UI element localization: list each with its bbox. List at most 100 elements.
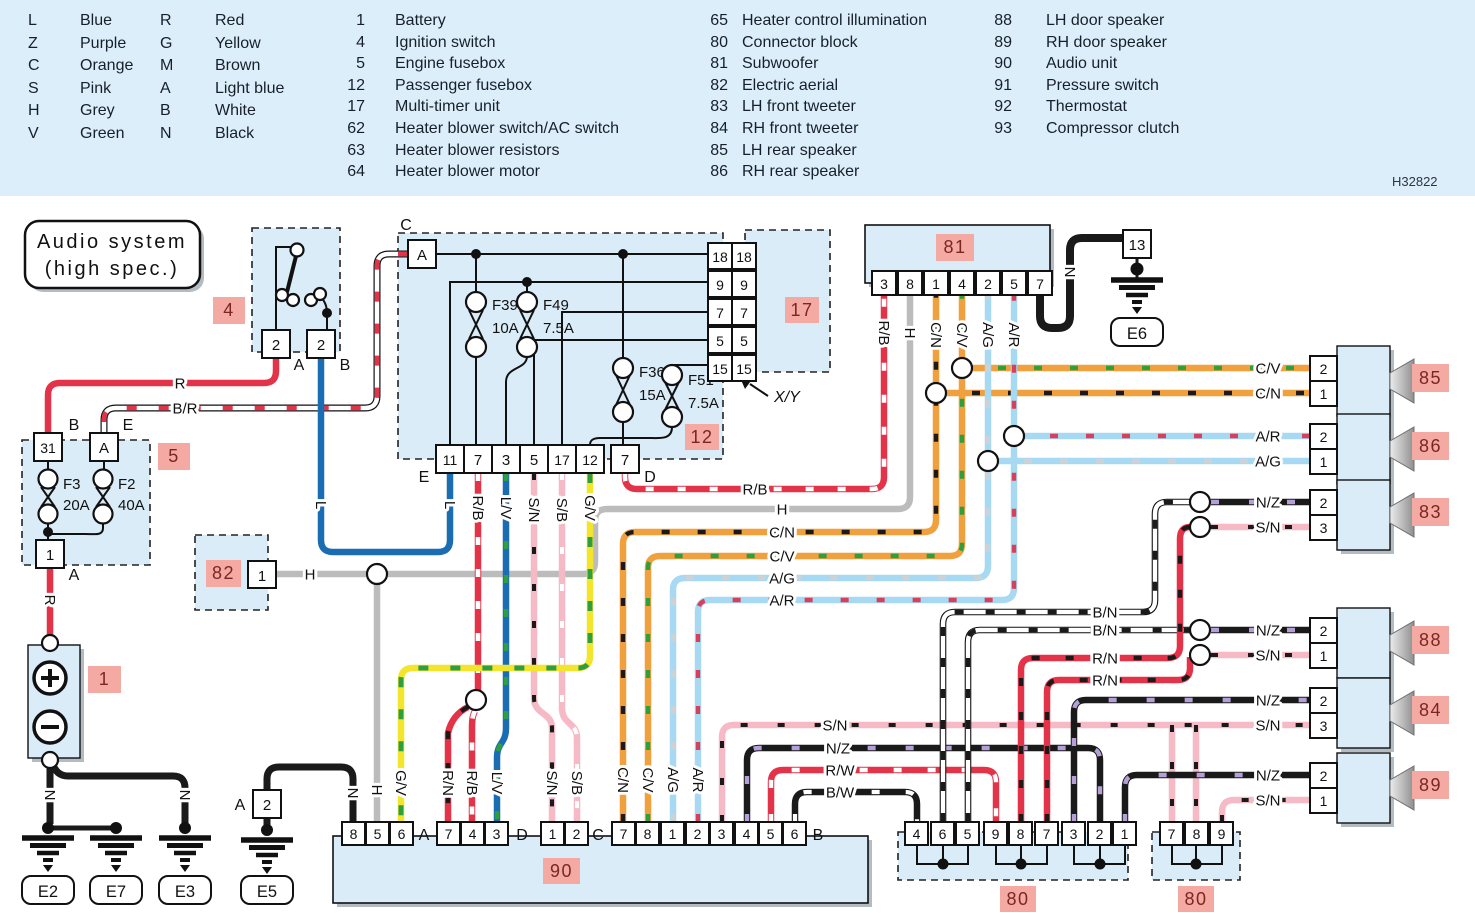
color-name: Blue [80, 12, 113, 29]
color-code: R [160, 12, 172, 29]
svg-text:R/B: R/B [469, 495, 486, 520]
svg-text:8: 8 [1193, 826, 1201, 842]
wire-L [317, 358, 454, 556]
svg-text:2: 2 [573, 826, 581, 842]
ground-e3: E3 [158, 835, 212, 905]
svg-text:A/G: A/G [769, 571, 795, 588]
svg-text:5: 5 [740, 333, 748, 349]
wires [44, 234, 1310, 831]
svg-text:7: 7 [1168, 826, 1176, 842]
svg-text:7: 7 [1036, 276, 1044, 292]
connector-pin: 2 [272, 337, 280, 354]
svg-text:1: 1 [669, 826, 677, 842]
svg-text:6: 6 [939, 826, 947, 842]
svg-text:S/N: S/N [822, 718, 847, 735]
wire-SN-speakers [1211, 523, 1310, 822]
svg-text:7: 7 [445, 826, 453, 842]
legend-band: L Z C S H V Blue Purple Orange Pink Grey… [0, 0, 1475, 196]
speaker-85 [1336, 345, 1415, 420]
color-code: A [160, 79, 171, 97]
ground-label: E5 [257, 883, 277, 901]
svg-text:B/W: B/W [826, 785, 855, 802]
svg-text:N: N [176, 790, 193, 801]
svg-text:S/N: S/N [1255, 718, 1280, 735]
svg-text:2: 2 [1096, 826, 1104, 842]
svg-text:B/N: B/N [1092, 623, 1117, 640]
svg-text:1: 1 [1320, 386, 1328, 402]
svg-text:E: E [419, 469, 430, 486]
color-code: N [160, 124, 172, 142]
svg-text:C/N: C/N [1255, 386, 1281, 403]
color-name: Light blue [215, 79, 285, 97]
color-code: V [28, 124, 39, 142]
wire-N-e3 [48, 760, 189, 824]
battery-symbol [32, 633, 68, 770]
connector-pin: 3 [502, 452, 510, 469]
speaker-horn-icon [1389, 492, 1415, 538]
speaker-horn-icon [1389, 765, 1415, 811]
svg-text:1: 1 [1320, 793, 1328, 809]
svg-text:7: 7 [716, 305, 724, 321]
wire-AG [669, 295, 1310, 822]
color-code-letters-2: R G M A B N [160, 10, 173, 146]
svg-text:C/V: C/V [953, 322, 970, 347]
svg-text:8: 8 [1017, 826, 1025, 842]
title-box: Audio system (high spec.) [23, 219, 204, 292]
badge-85: 85 [1419, 368, 1442, 388]
svg-text:15: 15 [736, 361, 752, 377]
speaker-84 [1336, 677, 1415, 752]
color-name: Purple [80, 34, 127, 52]
fuse-F2: F2 40A [92, 468, 145, 525]
color-name: White [215, 102, 256, 120]
badge-90: 90 [550, 861, 573, 881]
svg-text:5: 5 [767, 826, 775, 842]
svg-text:N: N [41, 790, 58, 801]
wire-BN-83 [939, 498, 1190, 822]
badge-5: 5 [168, 446, 180, 466]
wire-RB-subwoofer [621, 295, 888, 493]
fuse-label: F49 [543, 297, 569, 314]
svg-text:H: H [901, 328, 918, 339]
color-code: L [28, 12, 37, 29]
wire-BN-88 [964, 626, 1190, 822]
svg-text:G/V: G/V [392, 770, 409, 796]
color-name: Yellow [215, 34, 261, 52]
svg-text:R: R [175, 376, 186, 393]
svg-text:N/Z: N/Z [1256, 495, 1280, 512]
title-line2: (high spec.) [45, 258, 180, 280]
fuse-label: F36 [639, 364, 665, 381]
svg-text:9: 9 [992, 826, 1000, 842]
color-code: S [28, 79, 39, 97]
ignition-switch-symbol [274, 242, 332, 330]
svg-text:N/Z: N/Z [1256, 623, 1280, 640]
wire-BW [791, 788, 921, 822]
svg-text:H: H [305, 567, 316, 584]
speaker-86 [1336, 413, 1415, 488]
svg-text:H: H [777, 502, 788, 519]
svg-text:S/N: S/N [1255, 793, 1280, 810]
svg-text:5: 5 [964, 826, 972, 842]
ground-e7: E7 [89, 835, 143, 905]
svg-text:B: B [340, 357, 351, 374]
connector-pin: 2 [317, 337, 325, 354]
ground-e6: E6 [1110, 277, 1164, 347]
fuse-F3: F3 20A [37, 468, 90, 525]
svg-text:18: 18 [712, 249, 728, 265]
svg-text:N/Z: N/Z [1256, 768, 1280, 785]
color-name: Green [80, 124, 125, 142]
svg-text:L/V: L/V [488, 772, 505, 795]
color-code: B [160, 102, 171, 120]
fuse-rating: 7.5A [543, 320, 574, 337]
connector-pin: 1 [46, 547, 54, 564]
badge-88: 88 [1419, 630, 1442, 650]
svg-text:R/W: R/W [825, 763, 855, 780]
svg-text:S/N: S/N [525, 497, 542, 522]
ground-label: E7 [106, 883, 126, 901]
svg-text:R/B: R/B [875, 320, 892, 345]
svg-text:C/N: C/N [769, 525, 795, 542]
svg-text:N: N [344, 788, 361, 799]
pin-letters: A B B E A C E D A D C B A [69, 217, 824, 844]
svg-text:1: 1 [549, 826, 557, 842]
